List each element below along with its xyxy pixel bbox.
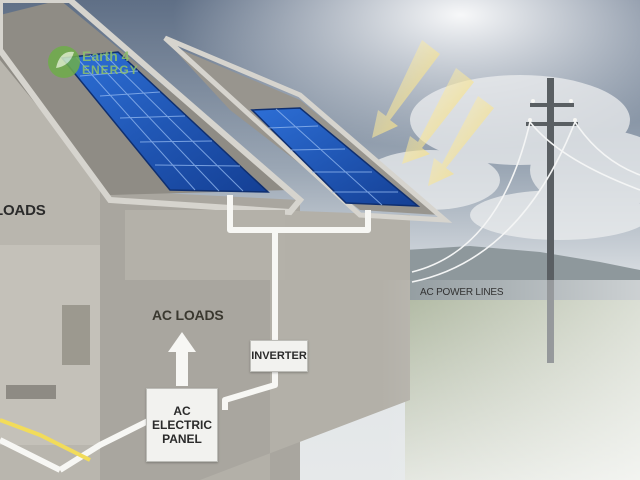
power-pole-icon [526,78,578,363]
loads-label: LOADS [0,202,46,219]
interior-upper-room [125,210,285,280]
sun-ray-arrow-icon [372,40,494,186]
roof-right-edge [163,35,453,223]
inverter-box: INVERTER [250,340,308,372]
ac-panel-line1: AC [173,404,191,418]
ac-electric-panel-box: AC ELECTRIC PANEL [146,388,218,462]
ac-power-lines [411,121,640,283]
clouds [360,75,640,240]
solar-panel-left [60,51,270,193]
solar-panel-right [250,107,421,207]
interior-window [62,305,90,365]
ac-panel-line3: PANEL [162,432,202,446]
ac-power-lines-label: AC POWER LINES [420,287,504,298]
logo-line2: ENERGY [82,63,139,77]
haze-overlay [380,280,640,480]
ac-load-line [0,418,91,462]
ac-loads-label: AC LOADS [152,307,224,323]
logo-line1: Earth 4 [82,48,130,64]
inverter-label: INVERTER [251,350,307,362]
ac-wiring [0,417,152,473]
dc-wiring [222,195,371,410]
interior-furniture [6,385,56,399]
leaf-icon [48,46,80,78]
up-arrow-icon [168,332,196,386]
roof-left-ridge [0,0,305,216]
ac-panel-line2: ELECTRIC [152,418,212,432]
